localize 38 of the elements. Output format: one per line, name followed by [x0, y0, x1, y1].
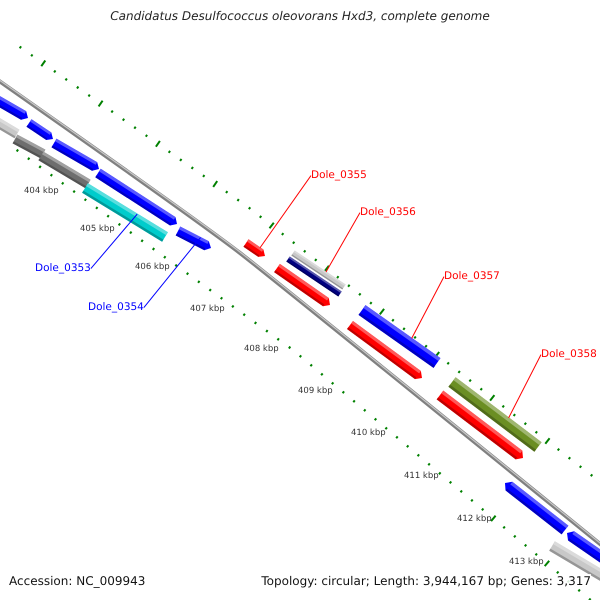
leader-line — [260, 175, 312, 248]
leader-line — [143, 237, 202, 308]
leader-line — [508, 354, 542, 418]
tick-label: 411 kbp — [404, 471, 439, 481]
tick-label: 404 kbp — [24, 186, 59, 196]
gene-feature — [52, 138, 99, 171]
gene-feature — [176, 226, 211, 250]
tick-label: 412 kbp — [457, 514, 492, 524]
genome-stats-text: Topology: circular; Length: 3,944,167 bp; Genes: 3,317 — [261, 574, 591, 588]
gene-feature — [95, 168, 177, 226]
gene-feature — [286, 250, 346, 296]
gene-label: Dole_0354 — [88, 301, 144, 313]
tick-label: 407 kbp — [190, 304, 225, 314]
gene-label: Dole_0356 — [360, 206, 416, 218]
leader-line — [90, 214, 138, 270]
tick-label: 408 kbp — [244, 344, 279, 354]
accession-text: Accession: NC_009943 — [9, 574, 146, 588]
gene-feature — [448, 377, 542, 452]
gene-feature — [0, 116, 20, 138]
gene-label: Dole_0357 — [444, 270, 500, 282]
leader-line — [411, 276, 444, 339]
tick-label: 413 kbp — [509, 557, 544, 567]
tick-label: 405 kbp — [80, 224, 115, 234]
tick-label: 409 kbp — [298, 386, 333, 396]
gene-feature — [0, 94, 28, 120]
tick-label: 406 kbp — [135, 262, 170, 272]
gene-label: Dole_0353 — [35, 262, 91, 274]
gene-feature — [505, 482, 568, 534]
title: Candidatus Desulfococcus oleovorans Hxd3, complete genome — [109, 9, 491, 23]
gene-feature — [567, 531, 600, 565]
gene-feature — [12, 134, 46, 158]
gene-label: Dole_0355 — [311, 169, 367, 181]
tick-label: 410 kbp — [351, 428, 386, 438]
gene-feature — [243, 239, 265, 257]
leader-line — [326, 212, 360, 272]
gene-feature — [26, 119, 53, 140]
gene-label: Dole_0358 — [541, 348, 597, 360]
gene-feature — [358, 305, 440, 368]
